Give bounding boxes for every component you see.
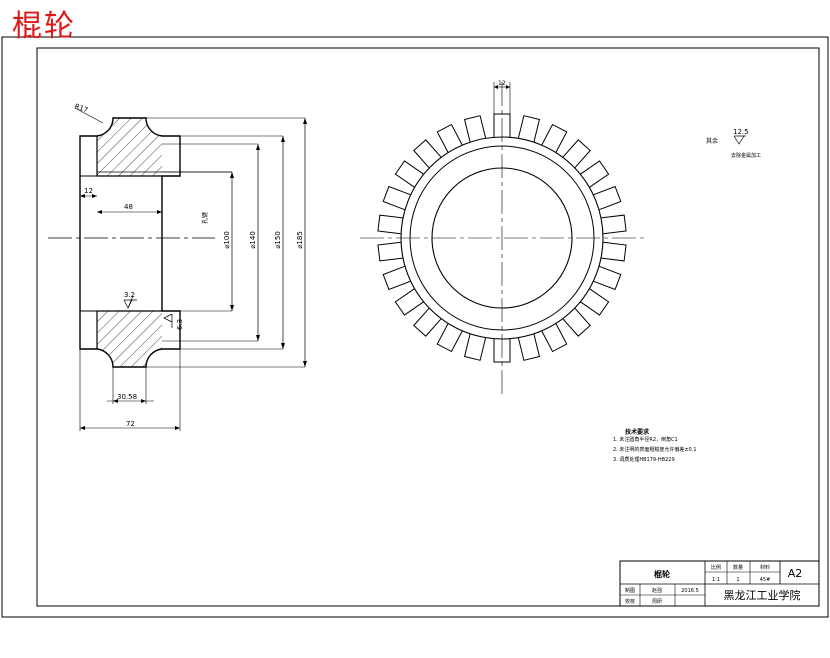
sprocket-tooth [562, 307, 591, 337]
dim-dia-185: ⌀185 [296, 231, 304, 249]
sprocket-tooth [413, 307, 442, 337]
sprocket-tooth [593, 185, 622, 211]
title-block: 棍轮 比例 数量 材料 1:1 1 45# A2 制图 赵强 2016.5 校核… [619, 560, 820, 607]
material-value: 45# [760, 577, 771, 583]
technical-requirements: 技术要求 1. 未注圆角半径R2，倒角C1 2. 未注明的表面粗糙度允许偏差±0… [613, 428, 697, 463]
hatch-lower [97, 311, 162, 367]
inner-border [36, 47, 820, 607]
sprocket-tooth [580, 288, 610, 316]
section-view: ⌀100 孔键 ⌀140 ⌀150 ⌀185 R17 12 48 3.2 6.3… [48, 102, 307, 431]
dim-dia-140: ⌀140 [249, 231, 257, 249]
sprocket-teeth [377, 113, 627, 363]
page-title: 棍轮 [12, 9, 76, 44]
bore-label: 孔键 [201, 212, 209, 224]
hatch-upper [97, 118, 162, 176]
sprocket-tooth [517, 334, 541, 361]
sprocket-tooth [541, 323, 568, 353]
tech-req-title: 技术要求 [625, 428, 650, 436]
dim-dia-150: ⌀150 [274, 231, 282, 249]
sprocket-tooth [382, 265, 411, 291]
sprocket-tooth [601, 241, 627, 262]
radius-label: R17 [73, 102, 89, 114]
sprocket-tooth [436, 323, 463, 353]
dim-dia-100: ⌀100 [223, 231, 231, 249]
surface-note: 其余 12.5 去除金属加工 [706, 128, 761, 159]
surface-note-sub: 去除金属加工 [731, 152, 761, 159]
checked-name: 周研 [652, 599, 662, 605]
checked-label: 校核 [625, 598, 635, 605]
header-qty: 数量 [733, 564, 743, 571]
surface-roughness-symbol [733, 135, 746, 145]
scale-value: 1:1 [712, 577, 720, 583]
tech-req-item: 1. 未注圆角半径R2，倒角C1 [613, 436, 678, 443]
header-scale: 比例 [711, 564, 721, 571]
sprocket-tooth [593, 265, 622, 291]
dim-72: 72 [126, 420, 135, 428]
roughness-symbol-side [163, 313, 173, 328]
sheet-size: A2 [788, 567, 803, 580]
roughness-side-value: 6.3 [176, 319, 184, 330]
tooth-width-label: 12 [498, 80, 506, 87]
roughness-inner-value: 3.2 [124, 291, 135, 299]
qty-value: 1 [736, 577, 739, 583]
sprocket-tooth [436, 123, 463, 153]
surface-note-value: 12.5 [733, 128, 749, 136]
sprocket-tooth [394, 288, 424, 316]
sprocket-tooth [394, 160, 424, 188]
sprocket-tooth [377, 214, 403, 235]
sprocket-tooth [517, 115, 541, 142]
drawn-name: 赵强 [652, 587, 662, 594]
dim-3058: 30.58 [117, 393, 137, 401]
surface-note-prefix: 其余 [706, 137, 718, 145]
school-name: 黑龙江工业学院 [724, 588, 801, 602]
sprocket-tooth [413, 139, 442, 169]
outer-border [1, 36, 829, 618]
tech-req-item: 2. 未注明的表面粗糙度允许偏差±0.1 [613, 446, 697, 453]
sprocket-tooth [463, 334, 487, 361]
sprocket-tooth [541, 123, 568, 153]
part-name: 棍轮 [654, 569, 670, 579]
dim-12: 12 [84, 187, 93, 195]
drawn-label: 制图 [625, 587, 635, 594]
sprocket-tooth [562, 139, 591, 169]
sprocket-tooth [382, 185, 411, 211]
dim-48: 48 [124, 203, 133, 211]
sprocket-tooth [377, 241, 403, 262]
header-material: 材料 [760, 564, 770, 571]
date: 2016.5 [681, 588, 699, 594]
sprocket-tooth [463, 115, 487, 142]
tech-req-item: 3. 调质处理HB179-HB229 [613, 456, 675, 463]
front-view: 12 [360, 80, 644, 395]
sprocket-tooth [580, 160, 610, 188]
sprocket-tooth [601, 214, 627, 235]
